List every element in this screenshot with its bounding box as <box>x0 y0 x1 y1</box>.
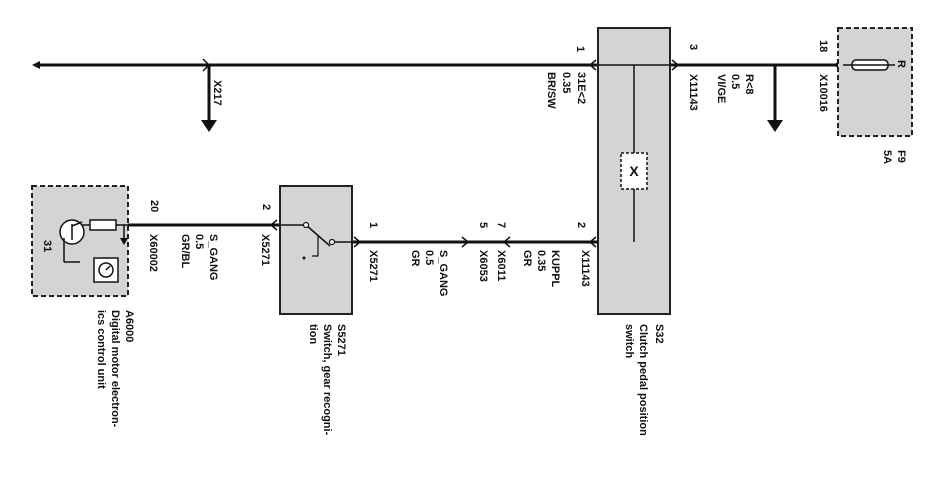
x6053-mark <box>461 236 470 248</box>
x11143-right-connector-mark <box>671 59 680 71</box>
a6000-id: A6000 <box>123 310 135 342</box>
s5271-pin1: 1 <box>367 222 379 228</box>
x217-arrow <box>201 120 217 132</box>
s32-name-1: Clutch pedal position <box>637 324 649 436</box>
s32-name-2: switch <box>623 324 635 359</box>
dme-spec-1: S_GANG <box>207 234 219 280</box>
dme-spec-3: GR/BL <box>179 234 191 269</box>
fuse-r-label: R <box>895 60 907 68</box>
right-branch-arrow <box>767 120 783 132</box>
top-wire-spec-3: BR/SW <box>545 72 557 109</box>
s32-pin2: 2 <box>575 222 587 228</box>
x6011-pin: 7 <box>495 222 507 228</box>
a6000-module-circle <box>98 262 114 278</box>
x11143-top-label: X11143 <box>687 74 699 111</box>
s32-spec-2: 0.35 <box>535 250 547 271</box>
a6000-name-2: ics control unit <box>95 310 107 389</box>
s32-id: S32 <box>653 324 665 344</box>
a6000-resistor <box>89 219 117 231</box>
x11143-top-connector-mark <box>588 59 597 71</box>
s5271-contact-a <box>302 221 310 229</box>
x6053-pin: 5 <box>477 222 489 228</box>
x10016-label: X10016 <box>817 74 829 112</box>
x6053-label: X6053 <box>477 250 489 282</box>
fuse-rating: 5A <box>881 150 893 164</box>
s5271-dot <box>302 256 306 260</box>
left-wire-end-arrow <box>32 61 40 69</box>
s5271-box <box>279 185 353 315</box>
s5271-name-2: tion <box>307 324 319 344</box>
s32-spec-3: GR <box>521 250 533 267</box>
mid-spec-3: GR <box>409 250 421 267</box>
a6000-tap-arrow <box>120 238 128 245</box>
x11143-bottom-label: X11143 <box>579 250 591 287</box>
a6000-collector <box>71 221 83 227</box>
s32-switch-x: X <box>629 163 639 179</box>
s5271-id: S5271 <box>335 324 347 356</box>
x5271-left-mark <box>269 219 278 231</box>
fuse-pin: 18 <box>817 40 829 52</box>
top-wire-spec-2: 0.35 <box>560 72 572 93</box>
dme-spec-2: 0.5 <box>193 234 205 249</box>
x5271-right-mark <box>353 236 362 248</box>
right-wire-spec-3: VI/GE <box>715 74 727 103</box>
x6011-mark <box>502 236 511 248</box>
x217-label: X217 <box>211 80 223 106</box>
x5271-left-label: X5271 <box>259 234 271 266</box>
s5271-actuator <box>312 236 319 257</box>
fuse-box <box>837 27 913 137</box>
s5271-name-1: Switch, gear recogni- <box>321 324 333 436</box>
s5271-contact-b <box>328 238 336 246</box>
a6000-module-hand <box>105 265 111 271</box>
mid-spec-1: S_GANG <box>437 250 449 296</box>
a6000-pin31: 31 <box>41 240 53 252</box>
x5271-right-label: X5271 <box>367 250 379 282</box>
top-wire-spec-1: 31E<2 <box>575 72 587 104</box>
fuse-id: F9 <box>895 150 907 163</box>
s5271-switch-blade <box>305 224 331 247</box>
a6000-name-1: Digital motor electron- <box>109 310 121 428</box>
s32-pin1: 1 <box>574 46 586 52</box>
x60002-label: X60002 <box>147 234 159 272</box>
s5271-pin2: 2 <box>260 204 272 210</box>
dme-pin20: 20 <box>148 200 160 212</box>
x6011-label: X6011 <box>495 250 507 281</box>
s32-spec-1: KUPPL <box>549 250 561 288</box>
x11143-bottom-mark <box>588 236 597 248</box>
right-wire-spec-1: R<8 <box>743 74 755 95</box>
s32-switch-symbol <box>620 152 648 190</box>
mid-spec-2: 0.5 <box>423 250 435 265</box>
right-wire-spec-2: 0.5 <box>729 74 741 89</box>
s32-pin3: 3 <box>687 44 699 50</box>
